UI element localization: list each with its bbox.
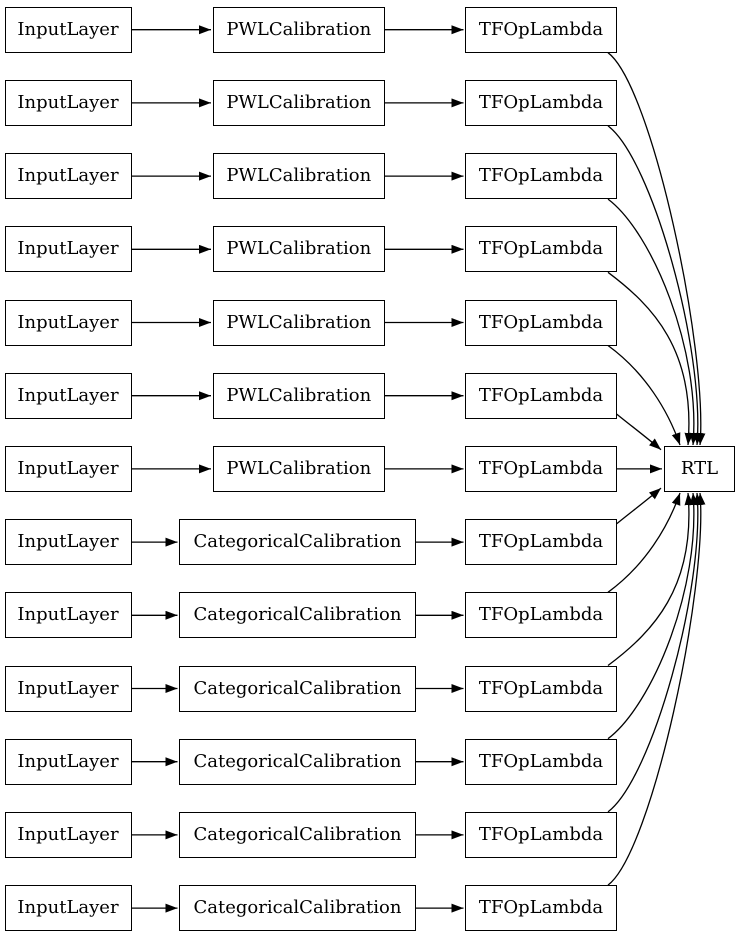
edge-lambda-to-rtl-12 <box>607 492 703 813</box>
node-categorical-calibration-12: CategoricalCalibration <box>179 811 416 858</box>
node-input-layer-8: InputLayer <box>4 519 132 566</box>
node-input-layer-11: InputLayer <box>4 738 132 785</box>
node-pwl-calibration-7: PWLCalibration <box>212 445 385 492</box>
edge-lambda-to-rtl-4 <box>607 271 694 446</box>
node-tfop-lambda-9: TFOpLambda <box>465 592 617 639</box>
node-input-layer-12: InputLayer <box>4 811 132 858</box>
node-input-layer-5: InputLayer <box>4 299 132 346</box>
edge-lambda-to-rtl-5 <box>607 344 681 446</box>
node-tfop-lambda-8: TFOpLambda <box>465 519 617 566</box>
edge-lambda-to-rtl-6 <box>614 412 662 451</box>
edge-lambda-to-rtl-10 <box>607 492 694 667</box>
node-input-layer-4: InputLayer <box>4 226 132 273</box>
node-input-layer-10: InputLayer <box>4 665 132 712</box>
node-tfop-lambda-13: TFOpLambda <box>465 885 617 932</box>
node-input-layer-1: InputLayer <box>4 6 132 53</box>
node-categorical-calibration-13: CategoricalCalibration <box>179 885 416 932</box>
node-pwl-calibration-6: PWLCalibration <box>212 372 385 419</box>
node-input-layer-9: InputLayer <box>4 592 132 639</box>
node-categorical-calibration-8: CategoricalCalibration <box>179 519 416 566</box>
node-categorical-calibration-11: CategoricalCalibration <box>179 738 416 785</box>
node-tfop-lambda-10: TFOpLambda <box>465 665 617 712</box>
node-tfop-lambda-2: TFOpLambda <box>465 79 617 126</box>
node-input-layer-3: InputLayer <box>4 153 132 200</box>
node-tfop-lambda-6: TFOpLambda <box>465 372 617 419</box>
node-categorical-calibration-9: CategoricalCalibration <box>179 592 416 639</box>
node-pwl-calibration-1: PWLCalibration <box>212 6 385 53</box>
node-pwl-calibration-3: PWLCalibration <box>212 153 385 200</box>
edge-lambda-to-rtl-8 <box>614 487 662 526</box>
node-tfop-lambda-4: TFOpLambda <box>465 226 617 273</box>
node-input-layer-7: InputLayer <box>4 445 132 492</box>
edge-lambda-to-rtl-9 <box>607 492 681 593</box>
node-rtl: RTL <box>664 446 735 492</box>
node-pwl-calibration-2: PWLCalibration <box>212 79 385 126</box>
node-tfop-lambda-12: TFOpLambda <box>465 811 617 858</box>
edge-lambda-to-rtl-3 <box>607 198 699 446</box>
edge-lambda-to-rtl-13 <box>607 492 706 886</box>
node-input-layer-13: InputLayer <box>4 885 132 932</box>
node-tfop-lambda-7: TFOpLambda <box>465 445 617 492</box>
node-input-layer-2: InputLayer <box>4 79 132 126</box>
edge-lambda-to-rtl-2 <box>607 125 703 446</box>
edge-lambda-to-rtl-11 <box>607 492 699 740</box>
node-tfop-lambda-5: TFOpLambda <box>465 299 617 346</box>
node-pwl-calibration-5: PWLCalibration <box>212 299 385 346</box>
edge-lambda-to-rtl-1 <box>607 52 706 446</box>
node-categorical-calibration-10: CategoricalCalibration <box>179 665 416 712</box>
node-pwl-calibration-4: PWLCalibration <box>212 226 385 273</box>
node-input-layer-6: InputLayer <box>4 372 132 419</box>
node-tfop-lambda-3: TFOpLambda <box>465 153 617 200</box>
node-tfop-lambda-11: TFOpLambda <box>465 738 617 785</box>
node-tfop-lambda-1: TFOpLambda <box>465 6 617 53</box>
